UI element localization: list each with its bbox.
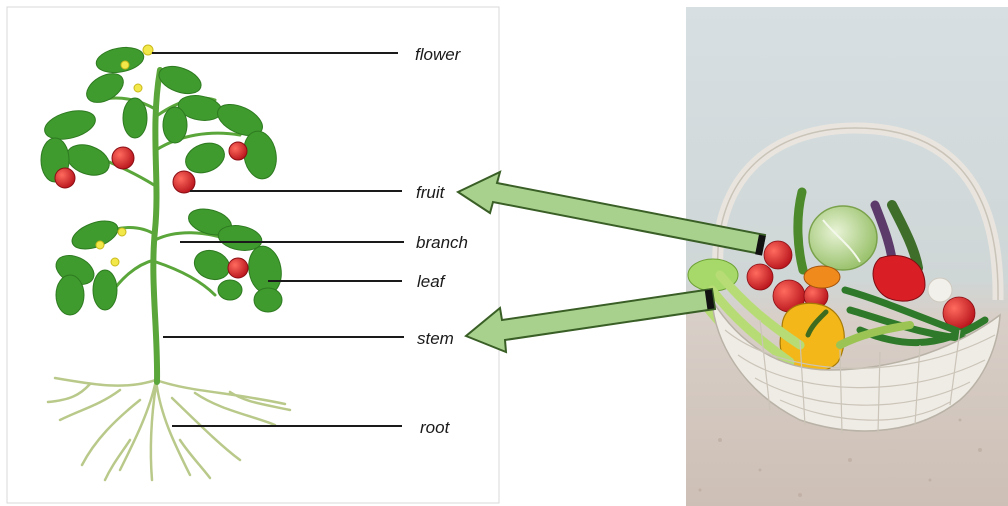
label-fruit: fruit: [416, 183, 446, 202]
cabbage: [809, 206, 877, 270]
arrow-to-stem: [466, 289, 715, 352]
label-stem: stem: [417, 329, 454, 348]
plant-diagram-panel: flower fruit branch leaf stem root: [7, 7, 499, 503]
label-root: root: [420, 418, 451, 437]
orange-pepper: [804, 266, 840, 288]
label-leaf: leaf: [417, 272, 447, 291]
vegetable-basket-photo: [686, 7, 1008, 506]
label-flower: flower: [415, 45, 462, 64]
label-branch: branch: [416, 233, 468, 252]
